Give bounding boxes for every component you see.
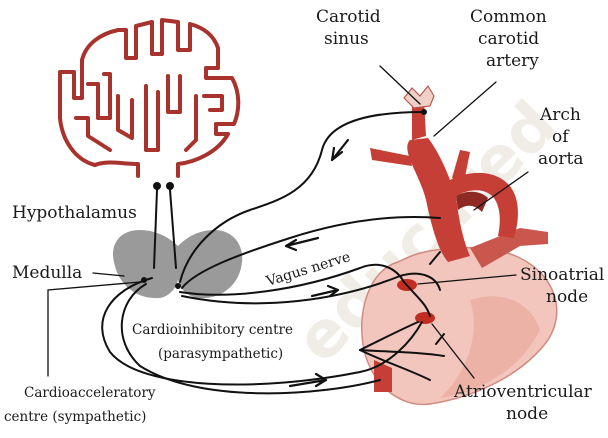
brain-cortex — [60, 20, 238, 176]
label-common-carotid-artery: Common carotid artery — [470, 7, 552, 71]
carotid-sinus-receptor-dot — [421, 109, 427, 115]
cardioacceleratory-centre-dot — [141, 277, 147, 283]
label-atrioventricular-node: Atrioventricular node — [453, 382, 597, 424]
hypothalamus-dot-right — [166, 182, 174, 190]
label-medulla: Medulla — [12, 263, 82, 283]
label-cardioacceleratory-centre: Cardioacceleratory centre (sympathetic) — [4, 385, 160, 425]
cardioinhibitory-centre-dot — [175, 283, 181, 289]
hypothalamus-dot-left — [153, 182, 161, 190]
label-cardioinhibitory-centre: Cardioinhibitory centre (parasympathetic… — [132, 322, 297, 362]
label-carotid-sinus: Carotid sinus — [316, 7, 386, 49]
label-hypothalamus: Hypothalamus — [12, 203, 137, 223]
